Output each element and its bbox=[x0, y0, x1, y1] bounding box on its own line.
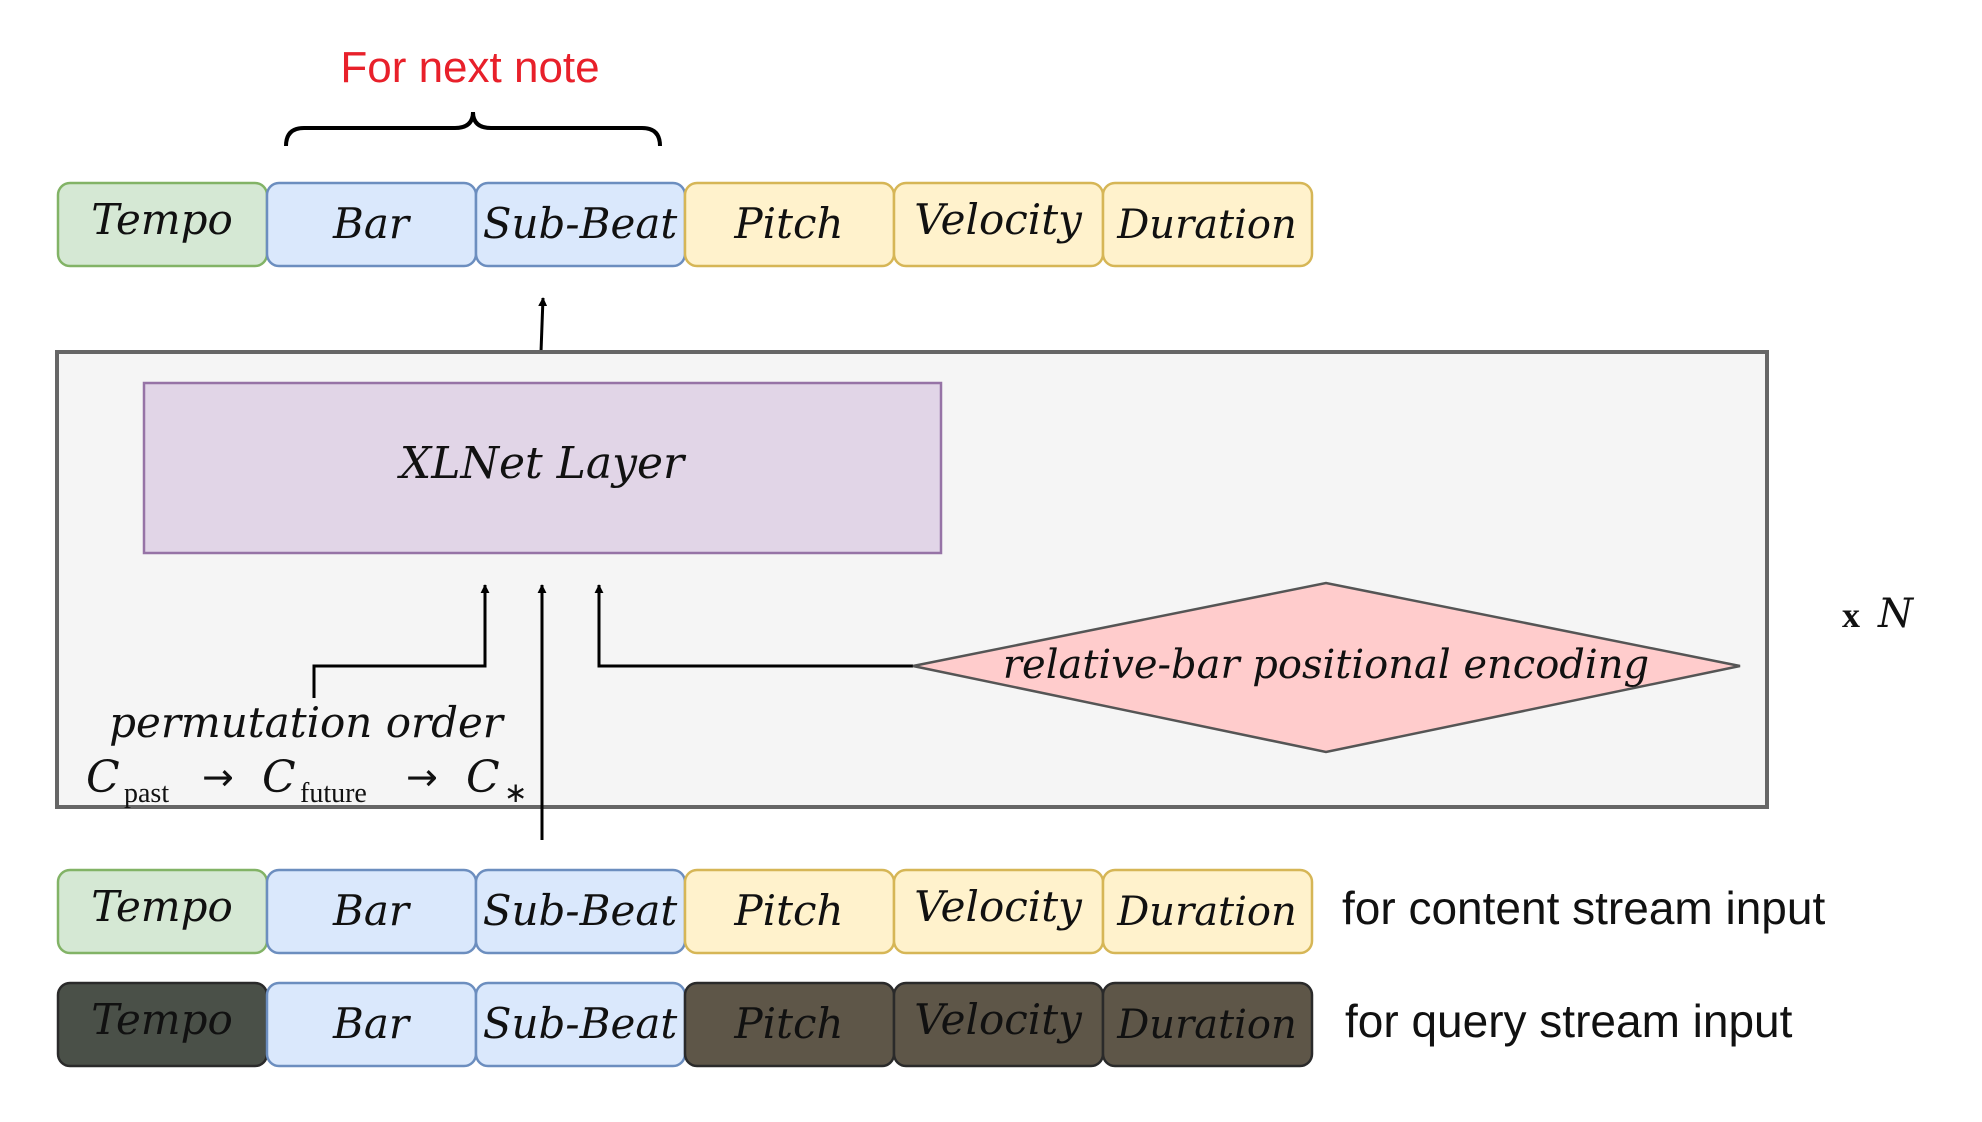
past-subscript: past bbox=[124, 778, 169, 809]
query-tempo-label: Tempo bbox=[91, 995, 233, 1044]
content-duration-label: Duration bbox=[1116, 889, 1297, 935]
query-bar-label: Bar bbox=[332, 999, 412, 1048]
output-arrow bbox=[538, 297, 548, 353]
content-duration-token bbox=[1101, 868, 1314, 955]
xlnet-layer-box bbox=[142, 381, 943, 555]
query-token-row: Tempo Bar Sub-Beat Pitch Velocity Durati… bbox=[56, 981, 1314, 1068]
output-sub-beat-label: Sub-Beat bbox=[483, 199, 678, 248]
content-stream-label: for content stream input bbox=[1342, 882, 1825, 934]
next-note-label: For next note bbox=[340, 43, 599, 92]
arrow-two: → bbox=[406, 755, 438, 799]
content-bar-label: Bar bbox=[332, 886, 412, 935]
content-tempo-label: Tempo bbox=[91, 882, 233, 931]
output-bar-label: Bar bbox=[332, 199, 412, 248]
xlnet-layer-label: XLNet Layer bbox=[397, 438, 687, 489]
c-star-symbol: C bbox=[466, 752, 500, 803]
content-token-row: Tempo Bar Sub-Beat Pitch Velocity Durati… bbox=[56, 868, 1314, 955]
c-future-symbol: C bbox=[262, 752, 296, 803]
permutation-formula: C past → C future → C ∗ bbox=[86, 752, 527, 809]
content-pitch-label: Pitch bbox=[733, 886, 843, 935]
output-velocity-label: Velocity bbox=[914, 195, 1083, 244]
repeat-prefix: x bbox=[1842, 595, 1860, 635]
content-sub-beat-label: Sub-Beat bbox=[483, 886, 678, 935]
c-past-symbol: C bbox=[86, 752, 120, 803]
query-sub-beat-label: Sub-Beat bbox=[483, 999, 678, 1048]
next-note-brace bbox=[284, 111, 662, 147]
query-velocity-label: Velocity bbox=[914, 995, 1083, 1044]
query-pitch-label: Pitch bbox=[733, 999, 843, 1048]
output-duration-token bbox=[1101, 181, 1314, 268]
arrow-one: → bbox=[202, 755, 234, 799]
query-duration-label: Duration bbox=[1116, 1002, 1297, 1048]
output-tempo-label: Tempo bbox=[91, 195, 233, 244]
output-duration-label: Duration bbox=[1116, 202, 1297, 248]
query-duration-token bbox=[1101, 981, 1314, 1068]
positional-encoding-label: relative-bar positional encoding bbox=[1003, 642, 1649, 688]
content-velocity-label: Velocity bbox=[914, 882, 1083, 931]
permutation-arrow bbox=[312, 584, 490, 698]
future-subscript: future bbox=[300, 778, 367, 809]
output-pitch-label: Pitch bbox=[733, 199, 843, 248]
query-stream-label: for query stream input bbox=[1345, 995, 1793, 1047]
repeat-count: N bbox=[1877, 591, 1915, 637]
permutation-order-label: permutation order bbox=[109, 698, 506, 747]
positional-encoding-diamond bbox=[912, 581, 1741, 754]
output-token-row: Tempo Bar Sub-Beat Pitch Velocity Durati… bbox=[56, 181, 1314, 268]
encoding-arrow bbox=[594, 584, 913, 668]
star-subscript: ∗ bbox=[504, 776, 527, 809]
